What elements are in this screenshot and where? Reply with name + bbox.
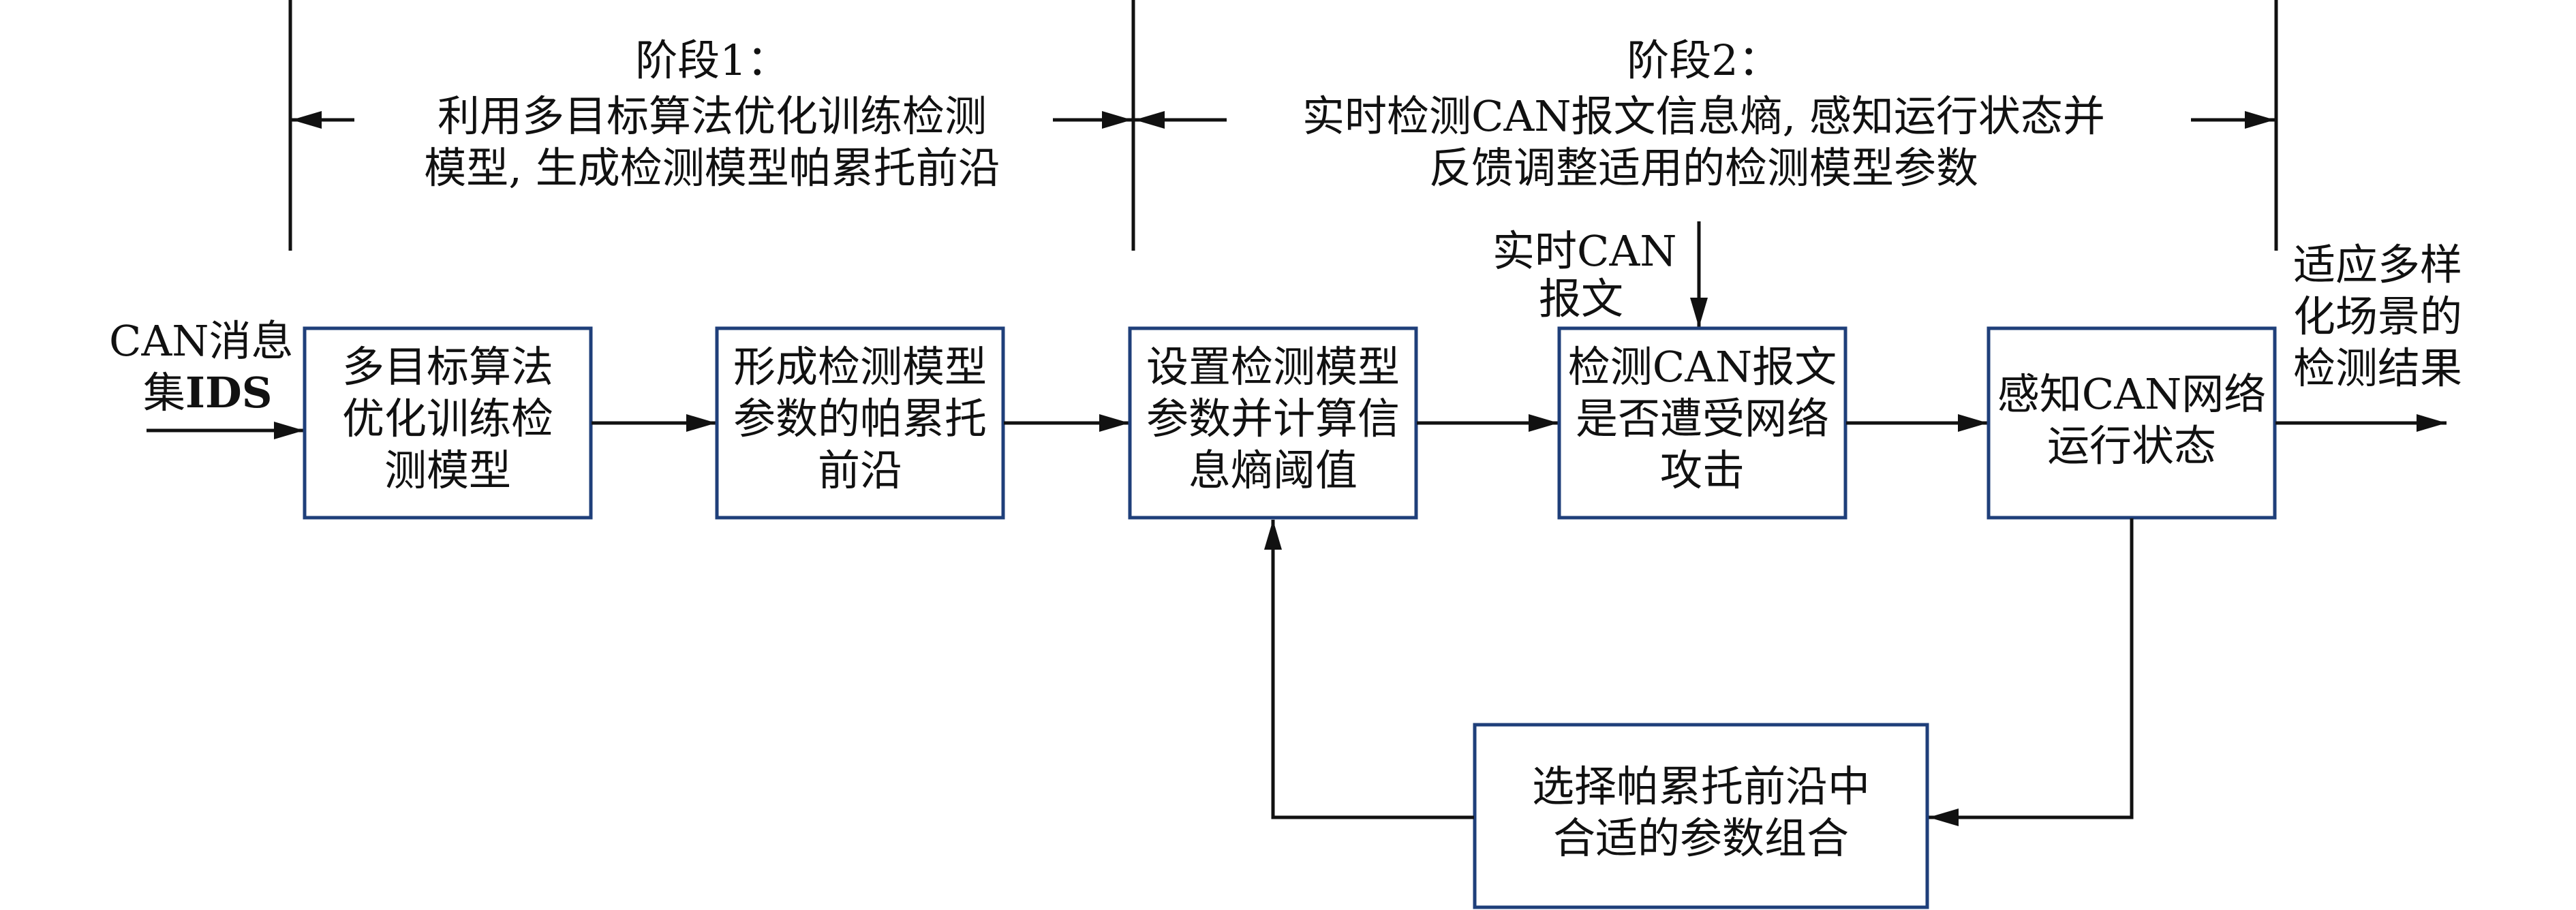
box-entropy-threshold-line1: 设置检测模型 — [1146, 342, 1400, 392]
box-detect-attack-line1: 检测CAN报文 — [1568, 342, 1837, 392]
box-train-model-line3: 测模型 — [384, 445, 511, 495]
input-label-prefix: 集 — [143, 368, 185, 418]
box-pareto-front — [715, 326, 1005, 520]
box-entropy-threshold-line2: 参数并计算信 — [1146, 394, 1400, 443]
box-detect-attack-line3: 攻击 — [1660, 445, 1745, 495]
output-label-line2: 化场景的 — [2293, 292, 2462, 341]
realtime-label-line1: 实时CAN — [1492, 226, 1676, 276]
input-label-line2: 集IDS — [143, 368, 273, 418]
stage1-title: 阶段1： — [635, 35, 788, 85]
box-select-params — [1473, 723, 1929, 909]
box-pareto-front-line2: 参数的帕累托 — [733, 394, 987, 443]
stage2-desc-line1: 实时检测CAN报文信息熵, 感知运行状态并 — [1302, 91, 2105, 141]
feedback-line-down — [1929, 518, 2134, 826]
box-pareto-front-line1: 形成检测模型 — [733, 342, 987, 392]
box-train-model-line2: 优化训练检 — [342, 394, 553, 443]
input-label-ids: IDS — [185, 368, 273, 418]
realtime-label-line2: 报文 — [1539, 274, 1623, 324]
box-select-params-line1: 选择帕累托前沿中 — [1532, 762, 1870, 811]
box-entropy-threshold — [1128, 326, 1418, 520]
stage2-title: 阶段2： — [1627, 35, 1780, 85]
box-sense-state-line1: 感知CAN网络 — [1997, 369, 2266, 419]
box-detect-attack — [1557, 326, 1847, 520]
box-select-params-line2: 合适的参数组合 — [1553, 813, 1849, 863]
box-train-model-line1: 多目标算法 — [342, 342, 553, 392]
feedback-line-up — [1264, 520, 1474, 819]
output-label-line3: 检测结果 — [2293, 343, 2462, 393]
stage2-desc-line2: 反馈调整适用的检测模型参数 — [1429, 143, 1978, 193]
box-sense-state-line2: 运行状态 — [2047, 421, 2216, 471]
box-detect-attack-line2: 是否遭受网络 — [1576, 394, 1829, 443]
box-pareto-front-line3: 前沿 — [818, 445, 902, 495]
box-sense-state — [1987, 326, 2277, 520]
box-train-model — [303, 326, 593, 520]
stage1-desc-line1: 利用多目标算法优化训练检测 — [438, 91, 987, 141]
stage1-desc-line2: 模型, 生成检测模型帕累托前沿 — [424, 143, 1000, 193]
output-label-line1: 适应多样 — [2293, 240, 2462, 289]
box-entropy-threshold-line3: 息熵阈值 — [1189, 445, 1358, 495]
input-label-line1: CAN消息 — [109, 316, 293, 366]
